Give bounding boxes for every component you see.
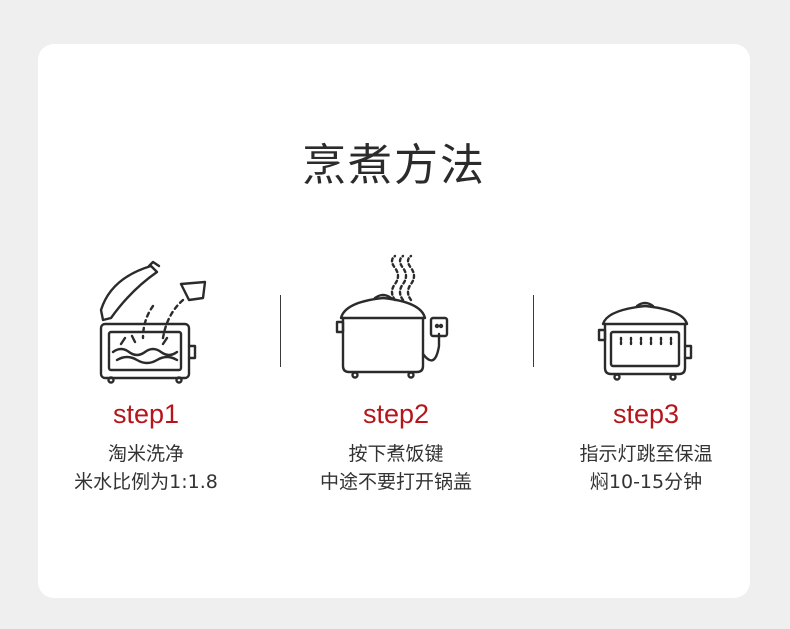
step-label: step1 xyxy=(112,399,180,429)
cooking-method-card: 烹煮方法 xyxy=(38,44,750,598)
step-description-line: 淘米洗净 xyxy=(107,443,184,465)
step-divider xyxy=(280,295,281,367)
step-label: step2 xyxy=(362,399,430,429)
step-2: step2 按下煮饭键 中途不要打开锅盖 xyxy=(271,254,521,496)
rice-cooker-washing-icon xyxy=(99,260,207,384)
step-label: step3 xyxy=(612,399,680,429)
step-description-line: 按下煮饭键 xyxy=(348,443,444,465)
page-title: 烹煮方法 xyxy=(302,140,486,191)
step-description: 指示灯跳至保温 焖10-15分钟 xyxy=(521,440,771,496)
rice-cooker-steaming-icon xyxy=(597,301,693,381)
step-description: 按下煮饭键 中途不要打开锅盖 xyxy=(271,440,521,496)
rice-cooker-plugged-icon xyxy=(335,254,449,379)
step-3: step3 指示灯跳至保温 焖10-15分钟 xyxy=(521,254,771,496)
step-description: 淘米洗净 米水比例为1:1.8 xyxy=(21,440,271,496)
step-description-line: 指示灯跳至保温 xyxy=(579,443,713,465)
step-description-line: 焖10-15分钟 xyxy=(589,471,703,493)
step-description-line: 中途不要打开锅盖 xyxy=(319,471,472,493)
step-1: step1 淘米洗净 米水比例为1:1.8 xyxy=(21,254,271,496)
step-description-line: 米水比例为1:1.8 xyxy=(74,471,218,493)
step-divider xyxy=(533,295,534,367)
